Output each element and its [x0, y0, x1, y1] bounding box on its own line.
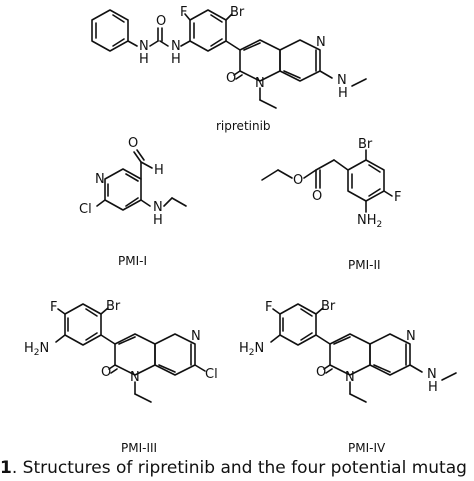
pyridine-ring: [279, 39, 321, 82]
pmi-i-atom-h-aldehyde: H: [154, 163, 164, 178]
ripretinib-atom-o-urea: O: [156, 14, 166, 29]
pmi-iii-atom-f: F: [50, 300, 57, 315]
pmi-iv-pyridinone-ring: [329, 333, 371, 376]
pmi-i-atom-o: O: [128, 136, 138, 151]
pmi-iv-atom-n-amide: N: [345, 370, 355, 385]
fluorobromophenyl-ring: [189, 9, 227, 52]
pmi-i-atom-cl: Cl: [79, 202, 92, 217]
ripretinib-atom-n-me: N: [337, 73, 347, 88]
ripretinib-atom-n-amide: N: [255, 76, 265, 91]
ripretinib-structure: [91, 9, 367, 109]
pmi-iv-atom-br: Br: [321, 299, 336, 314]
pmi-iv-atom-n-ring: N: [406, 329, 416, 344]
pmi-i-structure: [96, 149, 187, 211]
pmi-iv-atom-h2n: H2N: [239, 341, 264, 358]
ripretinib-atom-n-ring: N: [316, 35, 326, 50]
ripretinib-atom-f: F: [180, 5, 187, 20]
ripretinib-label: ripretinib: [216, 119, 271, 133]
pmi-ii-atom-o-ester: O: [293, 173, 303, 188]
figure-caption: 1. Structures of ripretinib and the four…: [0, 458, 474, 478]
ripretinib-atom-n2: N: [171, 39, 181, 54]
pmi-ii-atom-nh2: NH2: [357, 213, 382, 230]
pmi-i-label: PMI-I: [118, 254, 147, 268]
pmi-iv-phenyl-ring: [279, 303, 317, 346]
ripretinib-atom-br: Br: [230, 5, 245, 20]
pmi-iii-atom-h2n: H2N: [24, 341, 49, 358]
pmi-ii-ring: [347, 159, 385, 202]
pmi-iii-pyridine-ring: [154, 333, 196, 376]
pmi-ii-atom-f: F: [394, 190, 401, 205]
pmi-iv-pyridine-ring: [369, 333, 411, 376]
pmi-i-pyridine-ring: [104, 168, 142, 211]
pmi-iv-atom-n-me: N: [427, 367, 437, 382]
pmi-iii-atom-n-ring: N: [191, 329, 201, 344]
pmi-iii-pyridinone-ring: [114, 333, 156, 376]
pmi-ii-label: PMI-II: [348, 258, 381, 272]
pmi-ii-atom-o-carbonyl: O: [312, 189, 322, 204]
ripretinib-atom-h-me: H: [338, 86, 348, 101]
caption-text: . Structures of ripretinib and the four …: [11, 458, 467, 478]
pmi-iii-atom-cl: Cl: [205, 367, 218, 382]
pmi-iii-atom-br: Br: [106, 299, 121, 314]
pmi-iv-label: PMI-IV: [348, 441, 386, 455]
pmi-iii-atom-o: O: [101, 365, 111, 380]
pmi-iii-label: PMI-III: [121, 441, 157, 455]
phenyl-ring: [91, 9, 129, 52]
ripretinib-atom-o-ring: O: [226, 71, 236, 86]
pmi-i-atom-n-amine: N: [153, 200, 163, 215]
pmi-ii-structure: [261, 149, 393, 213]
pyridinone-ring: [239, 39, 281, 82]
pmi-iv-atom-h-me: H: [428, 380, 438, 395]
ripretinib-atom-n1: N: [139, 39, 149, 54]
pmi-i-atom-h-amine: H: [153, 213, 163, 228]
caption-figure-number: 1: [0, 458, 12, 478]
pmi-iv-atom-f: F: [265, 300, 272, 315]
ripretinib-atom-h2: H: [171, 52, 181, 67]
pmi-iii-phenyl-ring: [64, 303, 102, 346]
pmi-iv-structure: [270, 303, 457, 403]
pmi-iii-atom-n-amide: N: [130, 370, 140, 385]
pmi-i-atom-n-ring: N: [95, 172, 105, 187]
pmi-ii-atom-br: Br: [358, 137, 373, 152]
ripretinib-atom-h1: H: [139, 52, 149, 67]
pmi-iv-atom-o: O: [316, 365, 326, 380]
pmi-iii-structure: [55, 303, 206, 403]
